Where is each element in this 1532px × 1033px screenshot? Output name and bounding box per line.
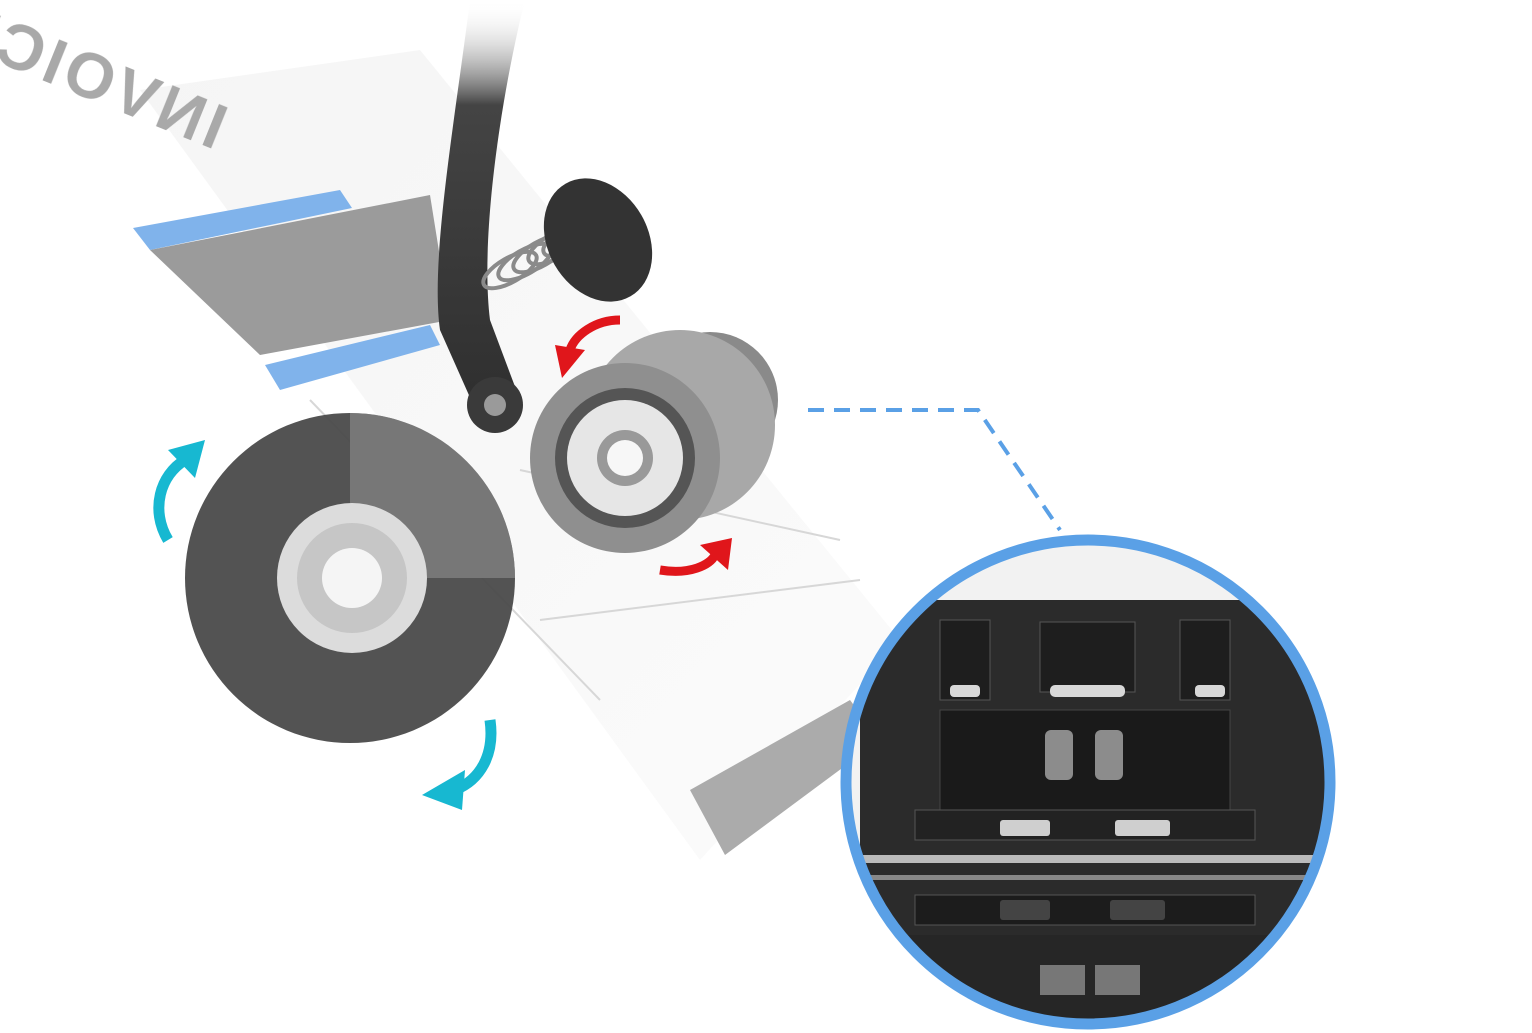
invoice-blue-bar bbox=[133, 190, 352, 250]
scanner-interior-magnifier bbox=[840, 534, 1336, 1030]
callout-dashed-line bbox=[808, 408, 1062, 532]
cyan-arrow-bottom bbox=[422, 719, 497, 810]
invoice-gray-block bbox=[150, 195, 450, 355]
invoice-blue-bar-2 bbox=[265, 325, 440, 390]
cyan-arrow-top bbox=[153, 440, 205, 543]
red-arrow-top bbox=[555, 315, 621, 378]
pressure-arm bbox=[437, 0, 525, 433]
invoice-footer-bar bbox=[690, 700, 880, 855]
magnifier-ring bbox=[840, 534, 1336, 1030]
red-arrow-bottom bbox=[659, 538, 732, 576]
spring-cap bbox=[543, 178, 653, 302]
pick-roller bbox=[1045, 730, 1073, 780]
main-roller bbox=[185, 413, 515, 743]
feed-rollers bbox=[530, 330, 778, 553]
invoice-title: INVOICE bbox=[0, 0, 237, 163]
